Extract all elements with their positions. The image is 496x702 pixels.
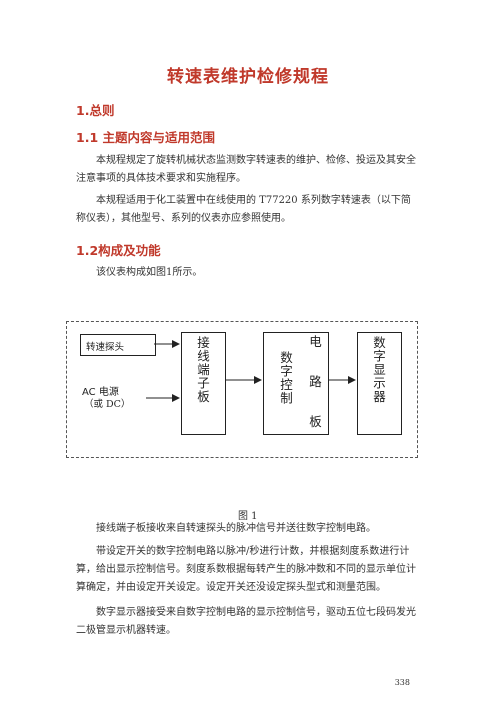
probe-label: 转速探头: [86, 342, 125, 353]
paragraph-composition: 该仪表构成如图1所示。: [96, 267, 203, 278]
display-box: 数字显示器: [357, 332, 402, 435]
power-label-1: AC 电源: [82, 387, 119, 398]
heading-1-2: 1.2构成及功能: [76, 243, 161, 258]
heading-1: 1.总则: [76, 103, 115, 118]
probe-box: 转速探头: [80, 334, 156, 356]
power-label-2: （或 DC）: [84, 399, 131, 410]
control-label-bottom: 板: [307, 415, 322, 429]
terminal-board-box: 接线端子板: [181, 332, 226, 435]
paragraph-control: 带设定开关的数字控制电路以脉冲/秒进行计数，并根据刻度系数进行计算，给出显示控制…: [76, 546, 416, 593]
display-label: 数字显示器: [371, 336, 386, 404]
diagram-frame: [66, 321, 418, 458]
paragraph-scope: 本规程规定了旋转机械状态监测数字转速表的维护、检修、投运及其安全注意事项的具体技…: [76, 155, 416, 184]
terminal-board-label: 接线端子板: [195, 336, 210, 404]
page-number: 338: [394, 678, 410, 687]
document-title: 转速表维护检修规程: [167, 67, 329, 87]
control-label-left: 数字控制: [278, 351, 293, 405]
heading-1-1: 1.1 主题内容与适用范围: [76, 130, 215, 145]
control-label-middle: 路: [307, 375, 322, 389]
control-label-top: 电: [307, 335, 322, 349]
paragraph-applicability: 本规程适用于化工装置中在线使用的 T77220 系列数字转速表（以下简称仪表），…: [76, 195, 411, 224]
control-board-box: 电 路 板 数字控制: [263, 332, 329, 435]
figure-caption: 图 1: [238, 511, 258, 522]
paragraph-terminal: 接线端子板接收来自转速探头的脉冲信号并送往数字控制电路。: [96, 523, 376, 534]
paragraph-display: 数字显示器接受来自数字控制电路的显示控制信号，驱动五位七段码发光二极管显示机器转…: [76, 607, 416, 636]
